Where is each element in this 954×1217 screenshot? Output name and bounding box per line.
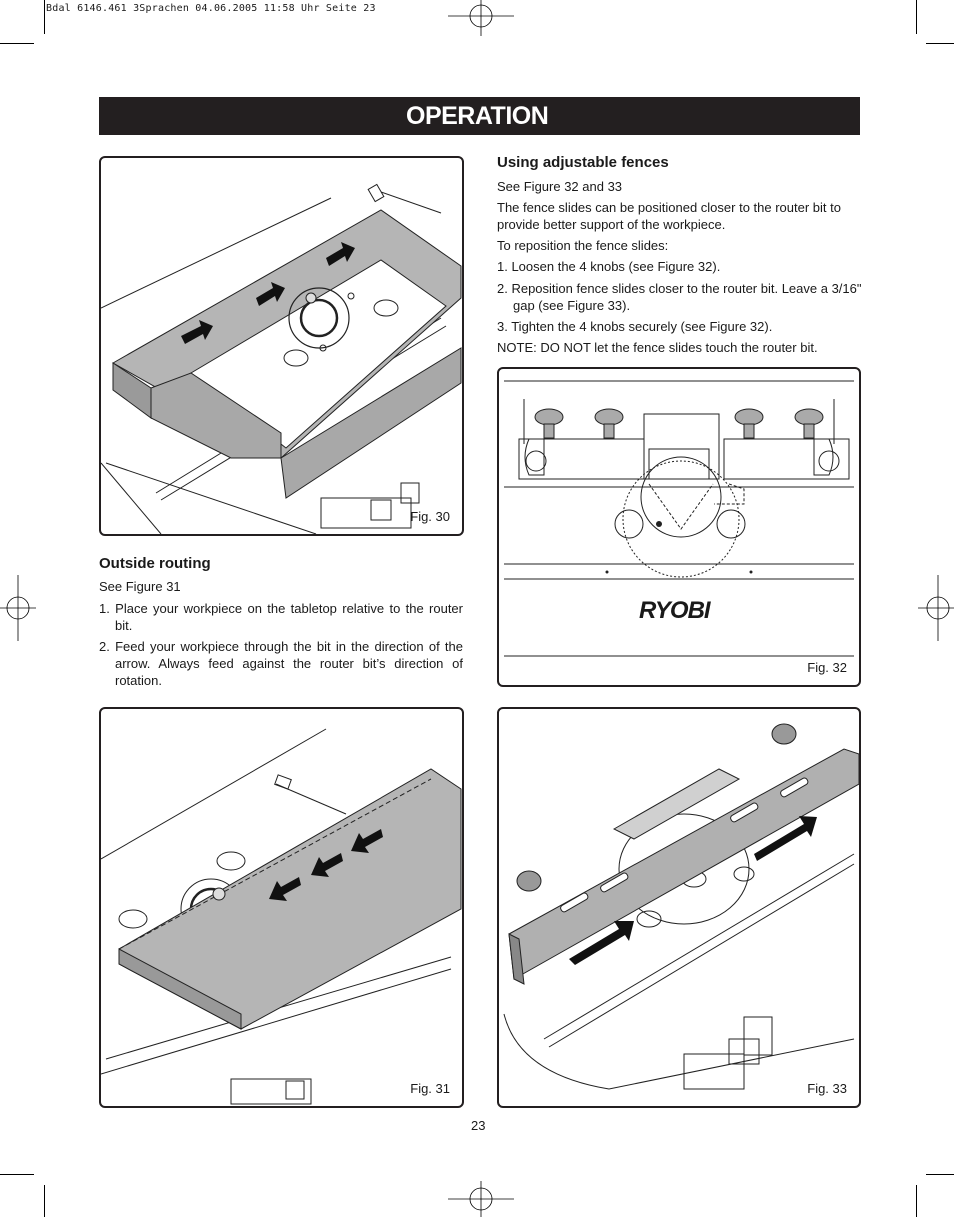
- fences-intro: The fence slides can be positioned close…: [497, 200, 841, 232]
- registration-mark-left: [0, 575, 36, 641]
- fences-see: See Figure 32 and 33: [497, 179, 623, 194]
- registration-mark-bottom: [448, 1181, 514, 1217]
- figure-32: RYOBI Fig. 32: [497, 367, 861, 687]
- fig32-caption: Fig. 32: [807, 660, 847, 675]
- fences-lead: To reposition the fence slides:: [497, 238, 669, 253]
- fig31-caption: Fig. 31: [410, 1081, 450, 1096]
- section-header-bar: [99, 97, 860, 135]
- section-title: OPERATION: [406, 102, 549, 130]
- registration-mark-right: [918, 575, 954, 641]
- fig33-caption: Fig. 33: [807, 1081, 847, 1096]
- fig33-illustration: [503, 723, 859, 1090]
- figure-31: Fig. 31: [99, 707, 464, 1108]
- fences-step-3: 3. Tighten the 4 knobs securely (see Fig…: [497, 319, 773, 334]
- registration-mark-top: [448, 0, 514, 36]
- figure-33: Fig. 33: [497, 707, 861, 1108]
- fig32-illustration: [504, 380, 854, 657]
- fences-step-2: 2. Reposition fence slides closer to the…: [497, 281, 862, 313]
- page-number: 23: [471, 1118, 486, 1133]
- outside-routing-step-2: 2. Feed your workpiece through the bit i…: [99, 639, 463, 688]
- fences-note: NOTE: DO NOT let the fence slides touch …: [497, 340, 818, 355]
- print-slug: Bdal 6146.461 3Sprachen 04.06.2005 11:58…: [46, 3, 376, 14]
- fig31-illustration: [101, 728, 462, 1105]
- fig30-caption: Fig. 30: [410, 509, 450, 524]
- outside-routing-step-1: 1. Place your workpiece on the tabletop …: [99, 601, 463, 633]
- outside-routing-see: See Figure 31: [99, 579, 181, 594]
- ryobi-logo: RYOBI: [639, 597, 711, 624]
- figure-30: Fig. 30: [99, 156, 464, 536]
- fig30-illustration: [101, 183, 462, 534]
- outside-routing-heading: Outside routing: [99, 555, 211, 572]
- fences-heading: Using adjustable fences: [497, 154, 669, 171]
- fences-step-1: 1. Loosen the 4 knobs (see Figure 32).: [497, 259, 721, 274]
